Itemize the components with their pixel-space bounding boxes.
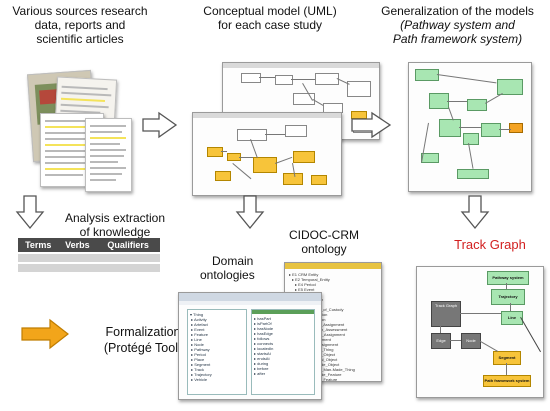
cidoc-crm-label: CIDOC-CRM ontology (284, 228, 364, 256)
trajectory-box: Trajectory (491, 289, 525, 305)
knowledge-table: Terms Verbs Qualifiers (18, 238, 160, 272)
uml-label: Conceptual model (UML) for each case stu… (185, 4, 355, 32)
arrow-down-icon (235, 195, 265, 230)
generalization-label-line2: (Pathway system and (400, 18, 515, 32)
cidoc-tree-item: ▸ E2 Temporal_Entity (292, 277, 330, 282)
domain-ontologies-label: Domain ontologies (200, 254, 276, 282)
table-row (18, 262, 160, 272)
path-framework-box: Path framework system (483, 375, 531, 387)
protege-tool-window: ▾ Thing ▸ Activity ▸ Artefact ▸ Event ▸ … (178, 292, 322, 400)
cidoc-label-line1: CIDOC-CRM (289, 228, 359, 242)
uml-label-line2: for each case study (217, 18, 323, 32)
analysis-label: Analysis extraction of knowledge (40, 211, 190, 239)
formalization-label: Formalization (Protégé Tool) (68, 324, 218, 356)
table-header-terms: Terms (18, 238, 59, 253)
edge-box: Edge (431, 333, 451, 349)
arrow-down-icon (15, 195, 45, 230)
cidoc-tree-item: ▸ E24 Physical_Man-Made_Thing (295, 367, 355, 372)
generalization-label: Generalization of the models (Pathway sy… (365, 4, 550, 46)
domain-label-line1: Domain (212, 254, 254, 268)
sources-label-line3: scientific articles (36, 32, 124, 46)
sources-label: Various sources research data, reports a… (0, 4, 160, 46)
protege-class-panel: ▾ Thing ▸ Activity ▸ Artefact ▸ Event ▸ … (187, 309, 247, 395)
pathway-system-box: Pathway system (487, 271, 529, 285)
line-box: Line (501, 311, 523, 325)
table-row (18, 252, 160, 263)
analysis-label-line2: of knowledge (79, 225, 151, 239)
cidoc-tree-item: ▸ E1 CRM Entity (289, 272, 319, 277)
segment-box: Segment (493, 351, 521, 365)
table-header-verbs: Verbs (58, 238, 97, 253)
table-header-qualifiers: Qualifiers (96, 238, 160, 253)
uml-label-line1: Conceptual model (UML) (203, 4, 337, 18)
track-graph-diagram: Pathway system Trajectory Line Track Gra… (416, 266, 544, 398)
sources-label-line1: Various sources research (12, 4, 148, 18)
cidoc-tree-item: ▸ E5 Event (295, 287, 315, 292)
sources-label-line2: data, reports and (34, 18, 126, 32)
arrow-right-icon (142, 111, 178, 139)
formalization-label-line2: (Protégé Tool) (103, 341, 183, 355)
generalization-diagram (408, 62, 532, 192)
generalization-label-line1: Generalization of the models (381, 4, 534, 18)
domain-label-line2: ontologies (200, 268, 255, 282)
formalization-arrow-icon (21, 318, 69, 350)
arrow-down-icon (460, 195, 490, 230)
cidoc-label-line2: ontology (301, 242, 347, 256)
protege-property-panel: ▸ hasPart▸ isPartOf▸ hasNode▸ hasEdge ▸ … (251, 309, 315, 395)
generalization-label-line3: Path framework system) (392, 32, 523, 46)
formalization-label-line1: Formalization (105, 325, 181, 339)
analysis-label-line1: Analysis extraction (64, 211, 166, 225)
track-graph-box: Track Graph (431, 301, 461, 327)
arrow-right-icon (351, 111, 392, 139)
uml-diagram-front (192, 112, 342, 196)
cidoc-tree-item: ▸ E4 Period (295, 282, 316, 287)
track-graph-label: Track Graph (454, 237, 526, 252)
paper-right (85, 118, 132, 192)
